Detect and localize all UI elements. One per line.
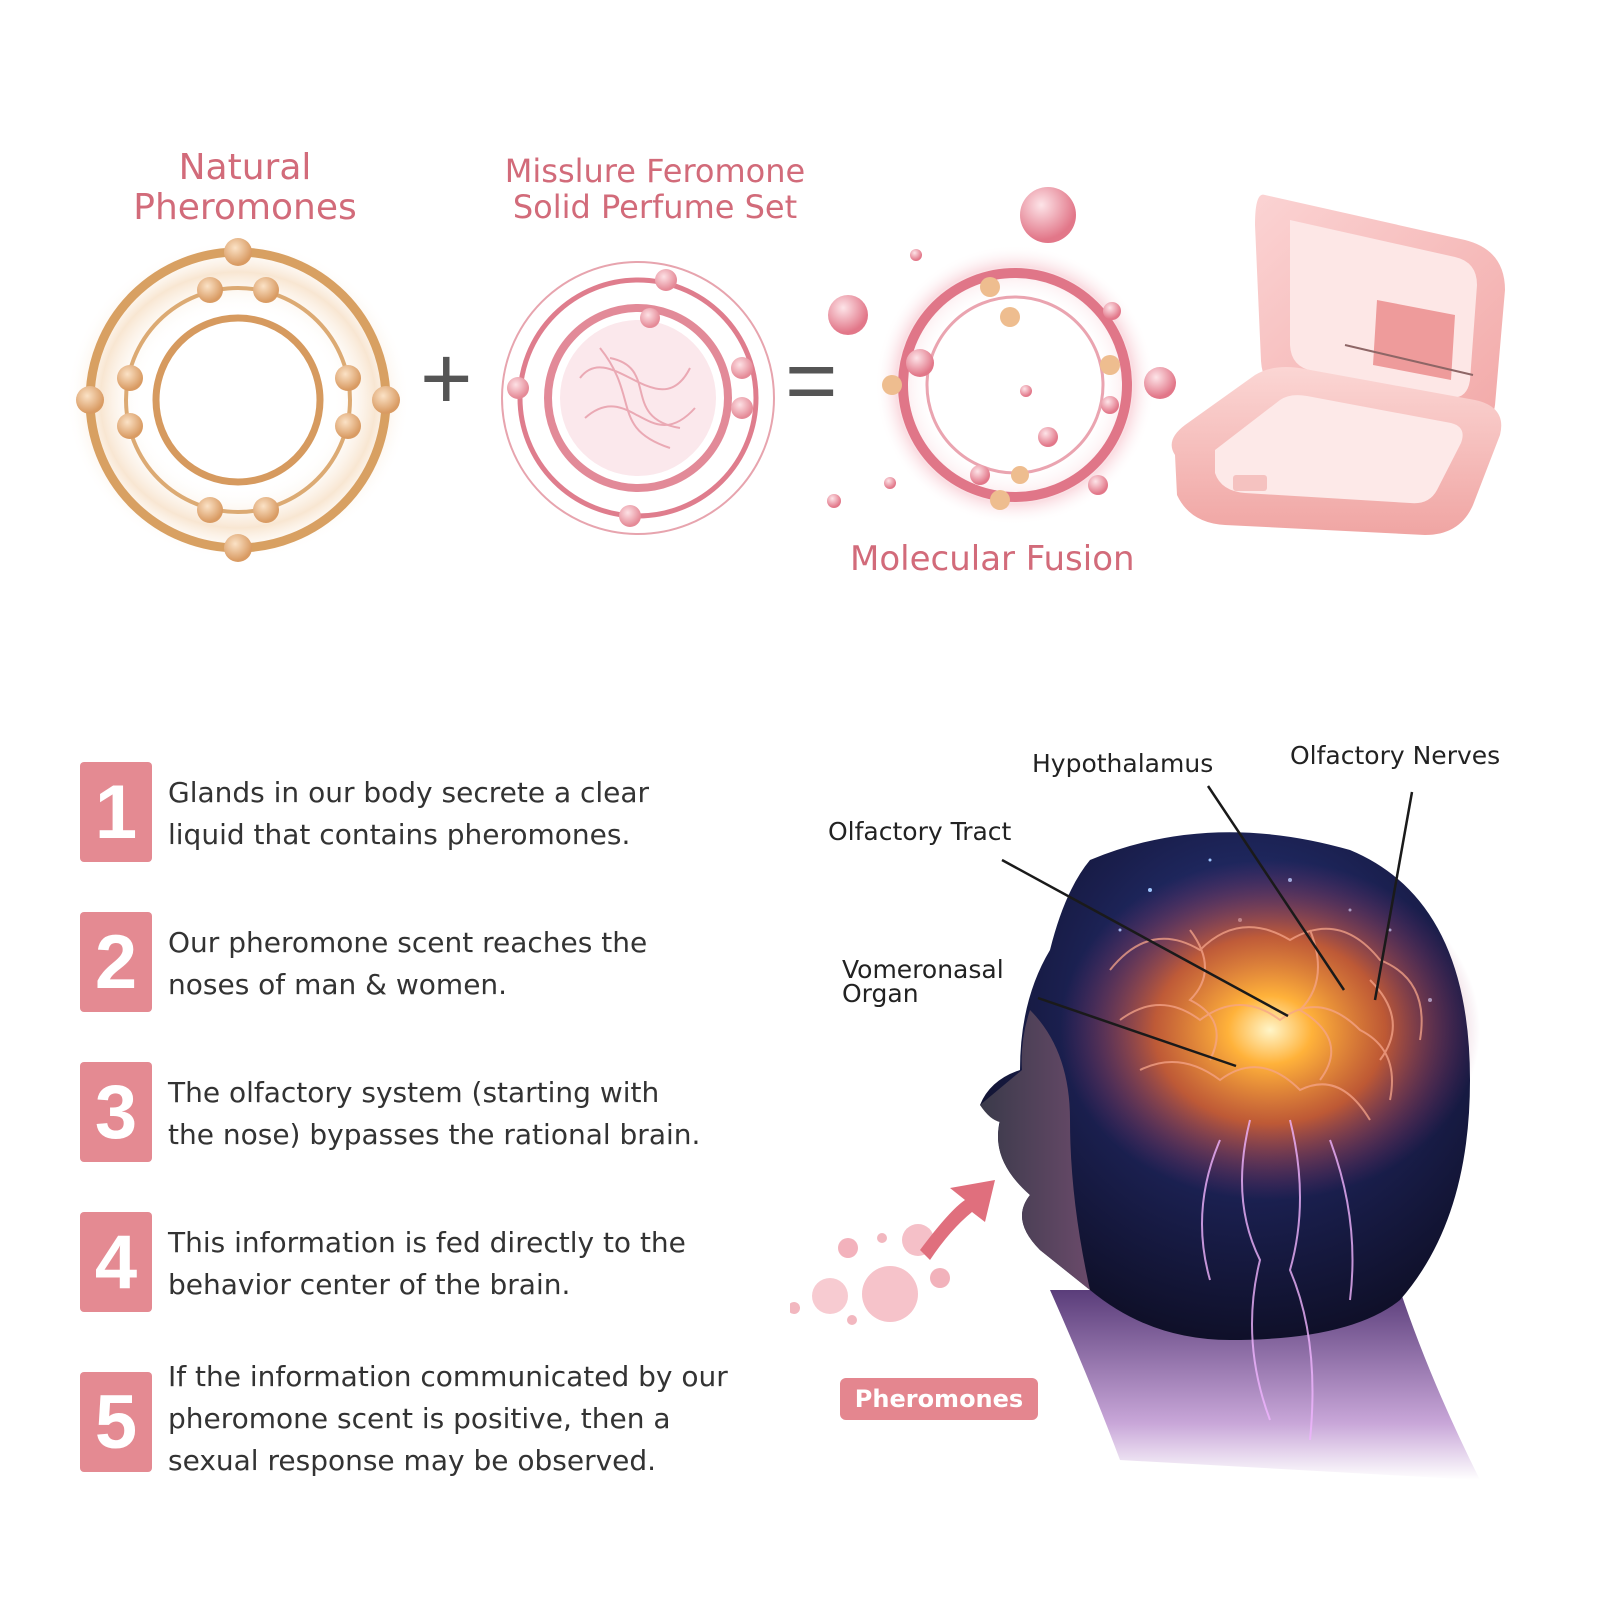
label-vomeronasal-organ: Vomeronasal Organ xyxy=(842,955,1004,1008)
step-text-4: This information is fed directly to the … xyxy=(168,1222,808,1306)
step-3-line2: the nose) bypasses the rational brain. xyxy=(168,1118,701,1151)
label-olfactory-nerves: Olfactory Nerves xyxy=(1290,741,1501,770)
step-1-line2: liquid that contains pheromones. xyxy=(168,818,631,851)
step-3-line1: The olfactory system (starting with xyxy=(168,1076,660,1109)
molecular-fusion-icon xyxy=(827,187,1176,525)
step-number-4: 4 xyxy=(80,1212,152,1312)
product-title: Misslure Feromone Solid Perfume Set xyxy=(470,152,840,226)
vomeronasal-line1: Vomeronasal xyxy=(842,955,1004,984)
step-2-line2: noses of man & women. xyxy=(168,968,508,1001)
natural-pheromone-molecule-icon xyxy=(66,238,410,562)
step-text-5: If the information communicated by our p… xyxy=(168,1356,808,1482)
step-5-line1: If the information communicated by our xyxy=(168,1360,728,1393)
step-4-line2: behavior center of the brain. xyxy=(168,1268,571,1301)
step-number-2: 2 xyxy=(80,912,152,1012)
pheromones-badge: Pheromones xyxy=(840,1378,1038,1420)
product-title-line2: Solid Perfume Set xyxy=(512,187,798,226)
step-1-line1: Glands in our body secrete a clear xyxy=(168,776,650,809)
natural-title-line2: Pheromones xyxy=(133,187,357,229)
step-number-3: 3 xyxy=(80,1062,152,1162)
step-4-line1: This information is fed directly to the xyxy=(168,1226,686,1259)
step-5-line2: pheromone scent is positive, then a xyxy=(168,1402,671,1435)
plus-symbol: + xyxy=(420,329,473,429)
step-number-5: 5 xyxy=(80,1372,152,1472)
solid-perfume-compact-icon xyxy=(1171,194,1505,535)
step-5-line3: sexual response may be observed. xyxy=(168,1444,657,1477)
natural-title-line1: Natural xyxy=(178,147,312,188)
label-olfactory-tract: Olfactory Tract xyxy=(828,817,1012,846)
natural-pheromones-title: Natural Pheromones xyxy=(100,147,390,229)
vomeronasal-line2: Organ xyxy=(842,979,919,1008)
equals-symbol: = xyxy=(785,331,838,431)
step-text-1: Glands in our body secrete a clear liqui… xyxy=(168,772,808,856)
head-brain-illustration xyxy=(790,832,1480,1480)
step-text-2: Our pheromone scent reaches the noses of… xyxy=(168,922,808,1006)
label-hypothalamus: Hypothalamus xyxy=(1032,749,1214,778)
product-title-line1: Misslure Feromone xyxy=(504,152,806,190)
step-text-3: The olfactory system (starting with the … xyxy=(168,1072,808,1156)
product-pheromone-molecule-icon xyxy=(501,261,775,535)
step-2-line1: Our pheromone scent reaches the xyxy=(168,926,648,959)
molecular-fusion-label: Molecular Fusion xyxy=(850,539,1135,579)
step-number-1: 1 xyxy=(80,762,152,862)
